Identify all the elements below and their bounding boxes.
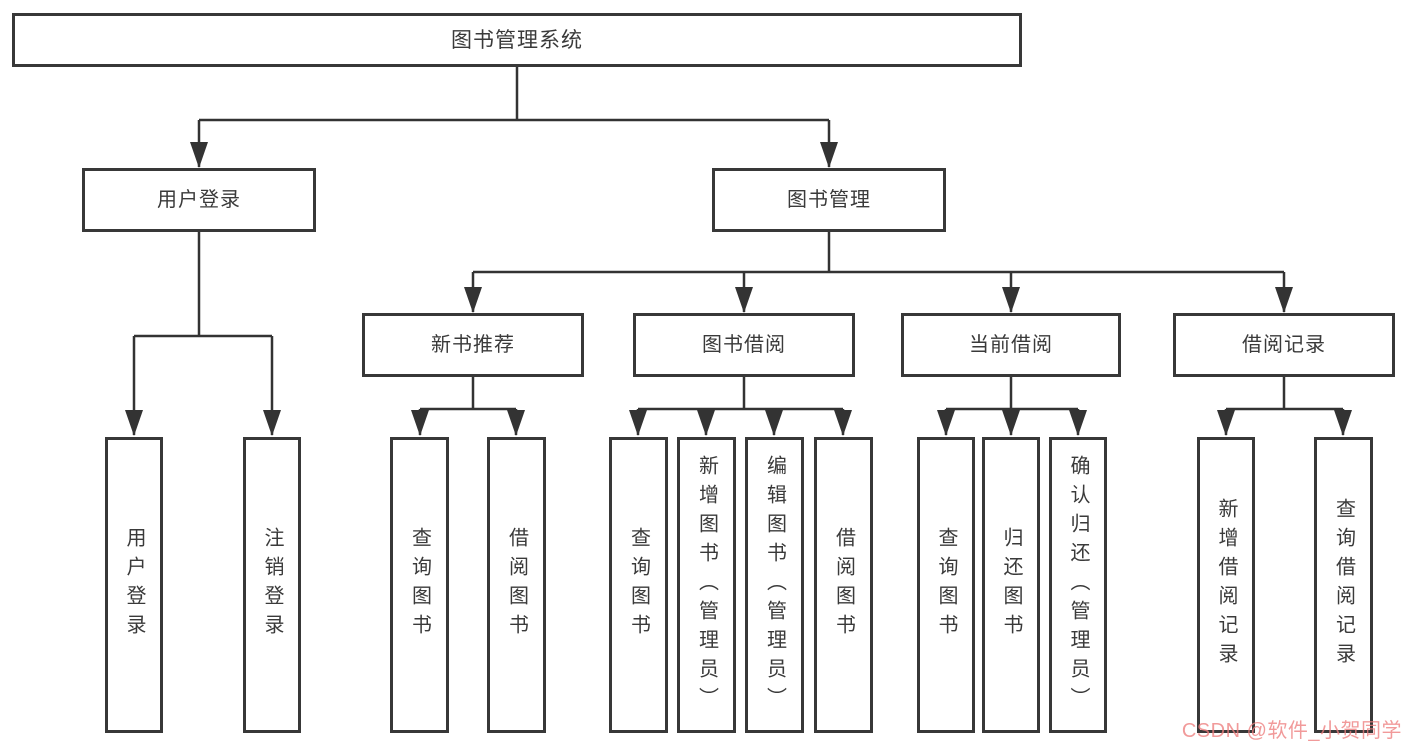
leaf-logout: 注销登录 [243,437,301,733]
node-user-login: 用户登录 [82,168,316,232]
leaf-newbook-borrow: 借阅图书 [487,437,546,733]
leaf-borrow-edit-admin: 编辑图书（管理员） [745,437,804,733]
leaf-borrow-add-admin: 新增图书（管理员） [677,437,736,733]
connector-arrows [125,120,1352,436]
node-root: 图书管理系统 [12,13,1022,67]
leaf-borrow-borrow: 借阅图书 [814,437,873,733]
leaf-record-add: 新增借阅记录 [1197,437,1255,733]
leaf-user-login: 用户登录 [105,437,163,733]
leaf-borrow-query: 查询图书 [609,437,668,733]
node-current-borrow: 当前借阅 [901,313,1121,377]
node-book-borrow: 图书借阅 [633,313,855,377]
node-borrow-record: 借阅记录 [1173,313,1395,377]
leaf-newbook-query: 查询图书 [390,437,449,733]
node-new-book-recommend: 新书推荐 [362,313,584,377]
leaf-record-query: 查询借阅记录 [1314,437,1373,733]
connector-bars [134,67,1343,411]
node-book-management: 图书管理 [712,168,946,232]
leaf-current-return: 归还图书 [982,437,1040,733]
leaf-current-confirm-admin: 确认归还（管理员） [1049,437,1107,733]
watermark-text: CSDN @软件_小贺同学 [1181,720,1402,742]
leaf-current-query: 查询图书 [917,437,975,733]
